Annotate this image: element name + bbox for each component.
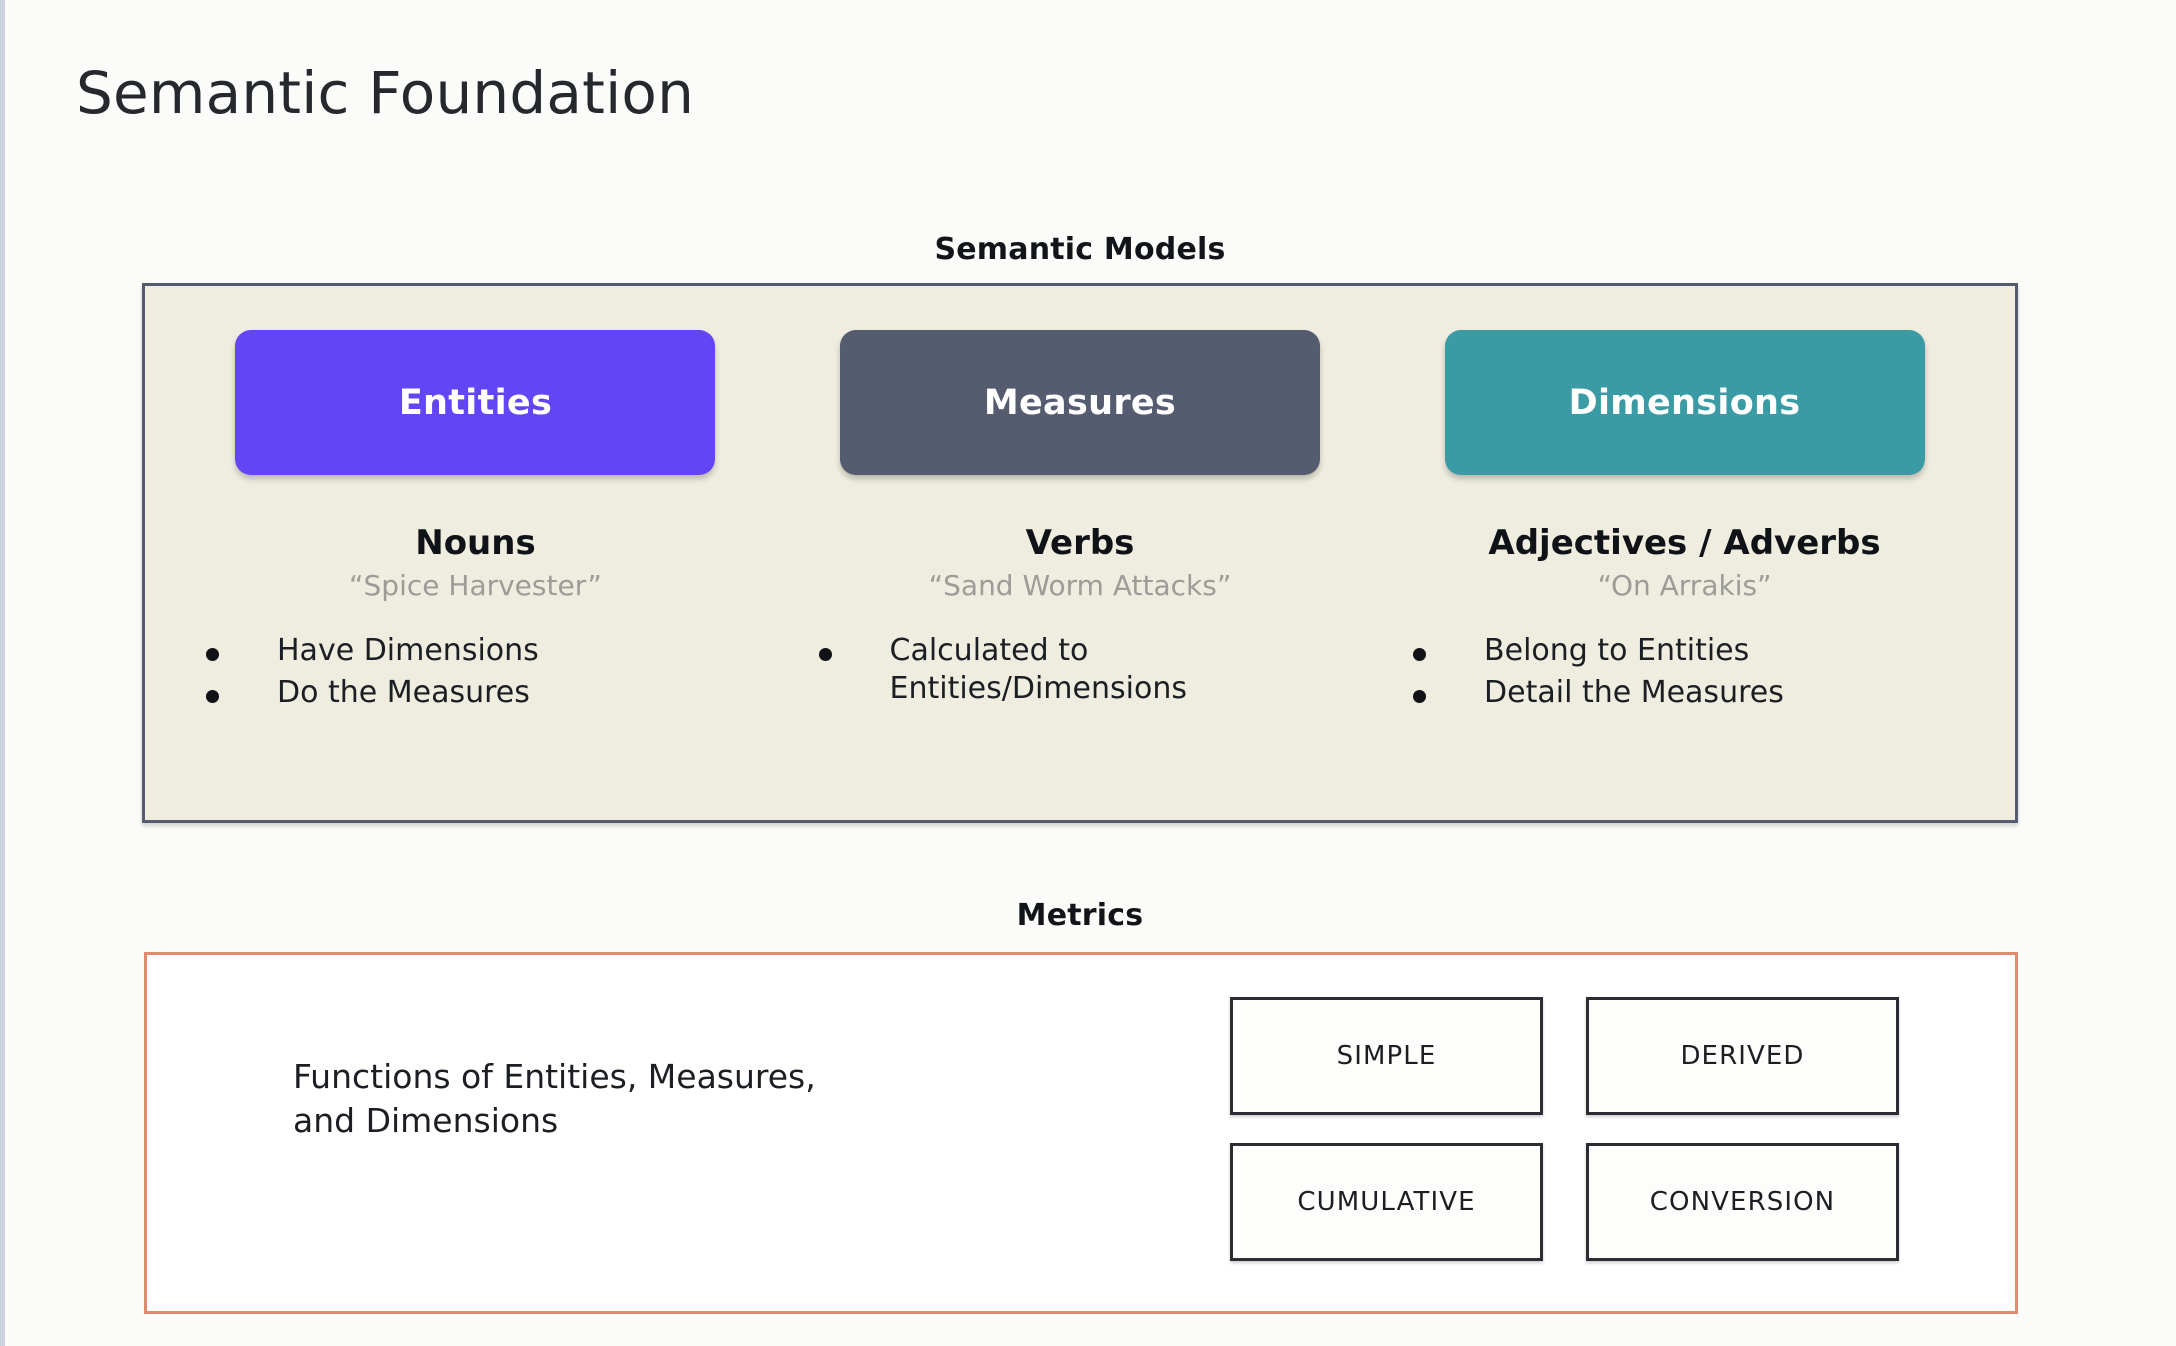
- list-item: Belong to Entities: [1413, 632, 1982, 671]
- list-item-label: Do the Measures: [277, 675, 530, 711]
- semantic-models-heading: Semantic Models: [934, 232, 1226, 267]
- metric-type-cumulative[interactable]: CUMULATIVE: [1230, 1143, 1543, 1261]
- entities-pill[interactable]: Entities: [235, 330, 716, 475]
- dimensions-bullet-list: Belong to Entities Detail the Measures: [1387, 632, 1982, 717]
- semantic-models-panel: Entities Nouns “Spice Harvester” Have Di…: [142, 283, 2018, 823]
- dimensions-part-of-speech: Adjectives / Adverbs: [1488, 523, 1881, 563]
- measures-example: “Sand Worm Attacks”: [928, 568, 1232, 602]
- dimensions-example: “On Arrakis”: [1597, 568, 1772, 602]
- measures-part-of-speech: Verbs: [1025, 523, 1135, 563]
- metric-type-simple[interactable]: SIMPLE: [1230, 997, 1543, 1115]
- semantic-models-columns: Entities Nouns “Spice Harvester” Have Di…: [145, 286, 2015, 820]
- left-edge-strip: [0, 0, 5, 1346]
- bullet-dot-icon: [818, 647, 832, 661]
- metrics-heading: Metrics: [1016, 898, 1144, 933]
- entities-bullet-list: Have Dimensions Do the Measures: [176, 632, 775, 717]
- list-item-label: Belong to Entities: [1484, 632, 1750, 668]
- bullet-dot-icon: [1413, 690, 1427, 704]
- metrics-panel: Functions of Entities, Measures,and Dime…: [144, 952, 2018, 1314]
- entities-part-of-speech: Nouns: [415, 523, 536, 563]
- metric-types-grid: SIMPLE DERIVED CUMULATIVE CONVERSION: [1230, 997, 1899, 1261]
- entities-example: “Spice Harvester”: [349, 568, 602, 602]
- metrics-description: Functions of Entities, Measures,and Dime…: [293, 1057, 816, 1140]
- list-item-label: Detail the Measures: [1484, 675, 1784, 711]
- measures-pill[interactable]: Measures: [839, 330, 1320, 475]
- metric-type-conversion[interactable]: CONVERSION: [1586, 1143, 1899, 1261]
- bullet-dot-icon: [206, 690, 219, 704]
- list-item: Do the Measures: [206, 674, 775, 713]
- list-item: Have Dimensions: [206, 632, 775, 671]
- list-item: Detail the Measures: [1413, 674, 1982, 713]
- page-title: Semantic Foundation: [76, 59, 695, 127]
- metric-type-derived[interactable]: DERIVED: [1586, 997, 1899, 1115]
- semantic-column-entities: Entities Nouns “Spice Harvester” Have Di…: [191, 330, 760, 717]
- semantic-column-dimensions: Dimensions Adjectives / Adverbs “On Arra…: [1400, 330, 1969, 717]
- bullet-dot-icon: [1413, 647, 1427, 661]
- bullet-dot-icon: [206, 647, 219, 661]
- list-item-label: Have Dimensions: [277, 632, 539, 668]
- semantic-column-measures: Measures Verbs “Sand Worm Attacks” Calcu…: [796, 330, 1365, 713]
- dimensions-pill[interactable]: Dimensions: [1444, 330, 1925, 475]
